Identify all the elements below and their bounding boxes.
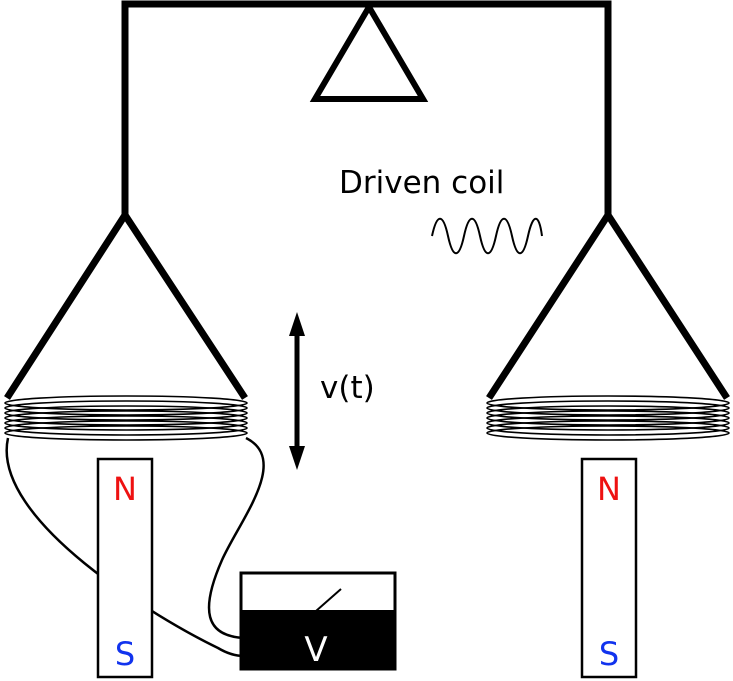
- sine-wave-icon: [431, 217, 543, 255]
- left-hanger: [4, 208, 248, 400]
- right-coil: [486, 395, 730, 441]
- right-hanger: [486, 208, 730, 400]
- left-magnet-north-label: N: [113, 470, 137, 508]
- driven-coil-label: Driven coil: [339, 165, 504, 201]
- left-magnet: N S: [96, 457, 154, 679]
- voltmeter-needle: [315, 588, 342, 612]
- velocity-label: v(t): [320, 370, 375, 406]
- double-arrow-icon: [289, 312, 305, 470]
- right-magnet: N S: [580, 457, 638, 679]
- right-magnet-south-label: S: [599, 635, 619, 673]
- beam: [121, 0, 612, 215]
- voltmeter-wires: [5, 436, 265, 658]
- voltmeter: V: [239, 571, 397, 671]
- voltmeter-label: V: [304, 630, 327, 670]
- right-magnet-north-label: N: [597, 470, 621, 508]
- balance-frame: [4, 0, 730, 400]
- left-magnet-south-label: S: [115, 635, 135, 673]
- triangle-pivot-icon: [309, 1, 429, 102]
- left-coil: [4, 395, 248, 441]
